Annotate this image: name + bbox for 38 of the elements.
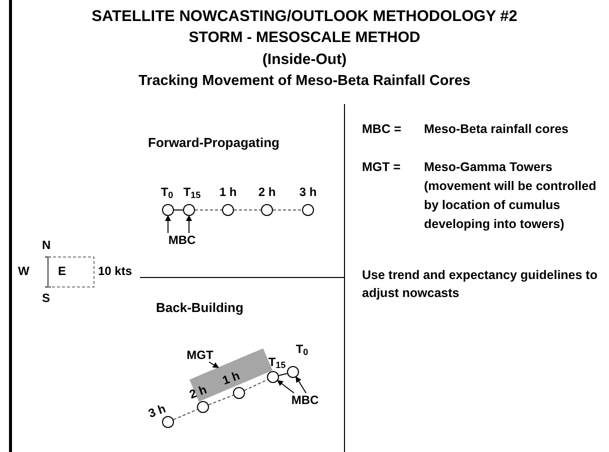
arrow <box>186 215 192 234</box>
title: SATELLITE NOWCASTING/OUTLOOK METHODOLOGY #2 <box>90 7 518 27</box>
label-text: Meso-Beta rainfall cores <box>424 121 570 138</box>
callout-label: MBC <box>165 233 199 247</box>
time-label: 1 h <box>219 186 237 198</box>
label-text: STORM - MESOSCALE METHOD <box>188 28 422 48</box>
time-label: T$_{0}$ <box>296 343 308 355</box>
time-label: T$_{15}$ <box>268 356 286 368</box>
time-label: 2 h <box>188 383 208 401</box>
label-text: Tracking Movement of Meso-Beta Rainfall Cores <box>138 72 472 91</box>
time-label: 3 h <box>299 186 317 198</box>
label-text: S <box>42 290 50 307</box>
label-text: MBC = <box>362 121 402 138</box>
label-text: Forward-Propagating <box>148 134 280 152</box>
track-line <box>278 372 288 376</box>
time-label: 2 h <box>258 186 276 198</box>
label-text: Use trend and expectancy guidelines to adjust nowcasts <box>362 267 598 302</box>
time-label: T$_{0}$ <box>160 186 174 198</box>
label-text: W <box>18 263 30 280</box>
time-label: 3 h <box>146 402 168 420</box>
arrow <box>208 362 220 368</box>
label-text: Back-Building <box>156 299 244 317</box>
arrow <box>276 380 294 394</box>
label-text: 10 kts <box>98 263 132 280</box>
label-text: (Inside-Out) <box>261 50 348 70</box>
callout-label: MGT <box>182 348 218 362</box>
time-label: T$_{15}$ <box>183 186 201 198</box>
label-text: E <box>58 263 66 280</box>
track-line <box>244 379 268 391</box>
arrow <box>165 215 171 234</box>
label-text: Meso-Gamma Towers (movement will be controlled by location of cumulus developing into towers) <box>424 159 598 233</box>
callout-label: MBC <box>288 393 322 407</box>
track-line <box>208 394 234 406</box>
track-line <box>173 408 198 420</box>
time-label: 1 h <box>220 369 242 387</box>
arrow <box>296 376 306 394</box>
label-text: MGT = <box>362 159 401 176</box>
label-text: N <box>42 237 51 254</box>
